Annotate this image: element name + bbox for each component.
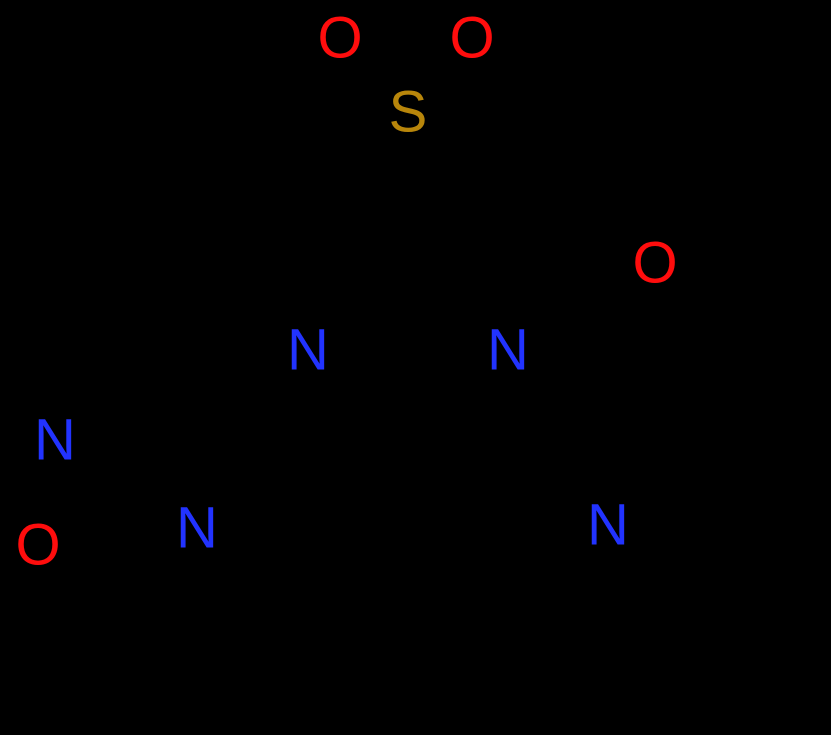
bond-sulfonyl-o-right xyxy=(420,54,466,96)
bond-sulfonyl-o-left xyxy=(348,54,396,96)
atom-label-nitrogen-piperazine-left: N xyxy=(287,318,329,383)
bond-n-pip-branch-1 xyxy=(630,540,746,606)
bond-carbonyl-double xyxy=(596,274,644,300)
bond-n-pip-branch-2 xyxy=(628,466,760,512)
bond-pip-branch-1-ext xyxy=(738,536,816,606)
atom-label-oxygen-carbonyl: O xyxy=(632,231,677,296)
atom-label-nitrogen-oxadiazole-top: N xyxy=(34,408,76,473)
bond-carbonyl-to-ch xyxy=(596,292,664,396)
atom-label-nitrogen-oxadiazole-bottom: N xyxy=(176,496,218,561)
bond-carbonyl-double-2 xyxy=(604,288,654,316)
atom-label-oxygen-sulfonyl-right: O xyxy=(449,6,494,71)
atom-label-nitrogen-piperazine-right: N xyxy=(487,318,529,383)
atom-label-layer: O O S O N N N N O N xyxy=(15,6,677,578)
bond-pip-branch-2-ext xyxy=(752,466,816,544)
bond-ch-to-n-piperidine xyxy=(624,388,664,506)
atom-label-nitrogen-piperidine: N xyxy=(587,493,629,558)
bond-oxad-n-to-c3-2 xyxy=(84,420,188,496)
bond-oxad-c5-to-o xyxy=(54,496,114,540)
bond-oxad-n-to-c5 xyxy=(106,496,182,532)
bond-oxad-n-to-c3 xyxy=(70,440,174,516)
atom-label-oxygen-sulfonyl-left: O xyxy=(317,6,362,71)
atom-label-oxygen-oxadiazole-ring: O xyxy=(15,513,60,578)
atom-label-sulfur-sulfonyl: S xyxy=(389,80,428,145)
bond-n-right-to-carbonyl xyxy=(528,292,604,340)
bond-carbon-to-n-right xyxy=(404,268,494,334)
bond-n-left-to-oxadiazole xyxy=(210,360,292,512)
bond-sulfonyl-o-right-2 xyxy=(440,74,487,116)
bond-carbon-to-n-left xyxy=(324,268,412,334)
bond-oxad-o-to-n xyxy=(36,458,56,524)
bond-layer xyxy=(36,54,816,606)
bond-sulfonyl-o-left-2 xyxy=(329,74,376,116)
